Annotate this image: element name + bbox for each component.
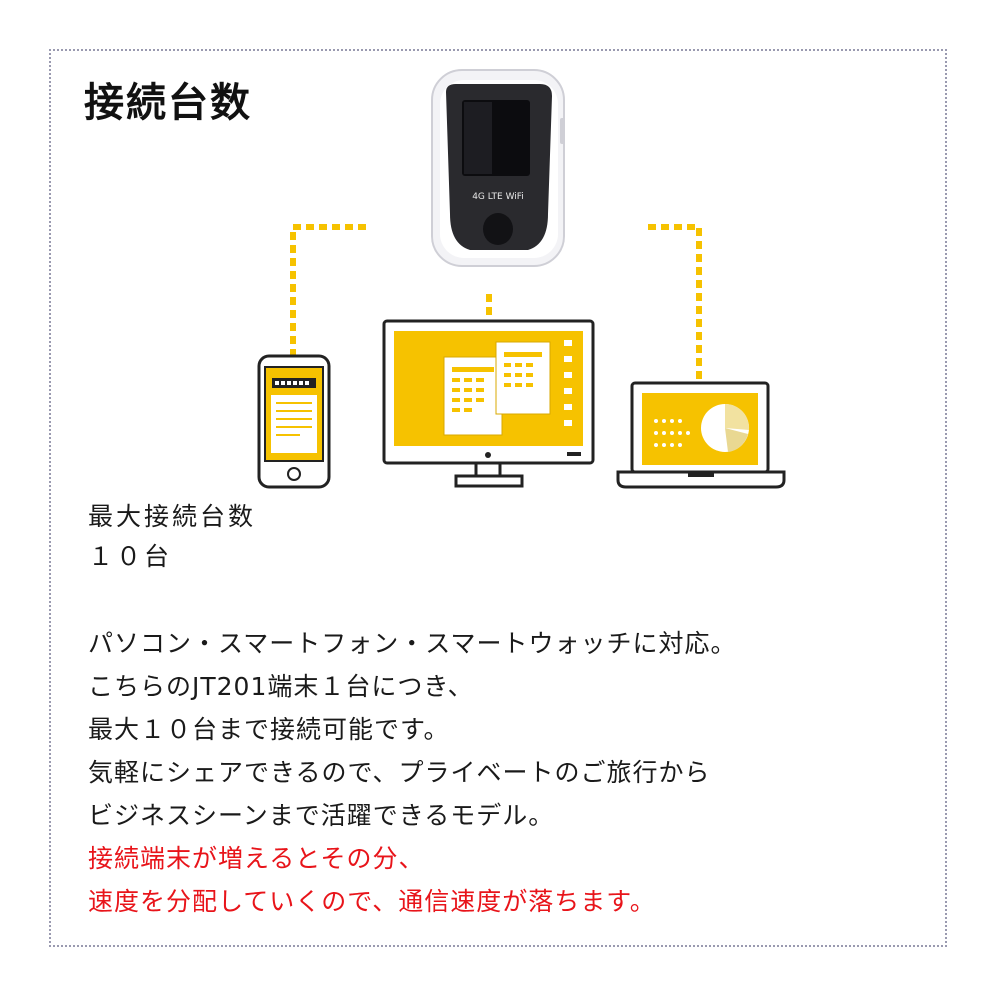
- warning-line: 速度を分配していくので、通信速度が落ちます。: [88, 887, 656, 916]
- description-line: パソコン・スマートフォン・スマートウォッチに対応。: [88, 629, 737, 658]
- content-frame: [49, 49, 947, 947]
- spec-block: 最大接続台数 １０台: [88, 497, 256, 577]
- desktop-monitor-icon: [382, 319, 595, 488]
- laptop-icon: [616, 381, 786, 489]
- wifi-router-icon: 4G LTE WiFi: [431, 69, 565, 267]
- router-screen-label: 4G LTE WiFi: [472, 192, 524, 202]
- connection-illustration: 4G LTE WiFi: [257, 69, 786, 489]
- spec-label: 最大接続台数: [88, 502, 257, 531]
- connection-line-phone: [290, 224, 366, 356]
- description-line: ビジネスシーンまで活躍できるモデル。: [88, 801, 555, 830]
- spec-value: １０台: [88, 542, 173, 571]
- warning-line: 接続端末が増えるとその分、: [88, 844, 425, 873]
- description-line: 気軽にシェアできるので、プライベートのご旅行から: [88, 758, 711, 787]
- connection-lines: [290, 224, 702, 380]
- smartphone-icon: [257, 354, 331, 489]
- connection-line-laptop: [648, 224, 702, 380]
- description-line: 最大１０台まで接続可能です。: [88, 715, 450, 744]
- description-block: パソコン・スマートフォン・スマートウォッチに対応。 こちらのJT201端末１台に…: [88, 622, 737, 923]
- description-line: こちらのJT201端末１台につき、: [88, 672, 474, 701]
- page-title: 接続台数: [84, 80, 252, 126]
